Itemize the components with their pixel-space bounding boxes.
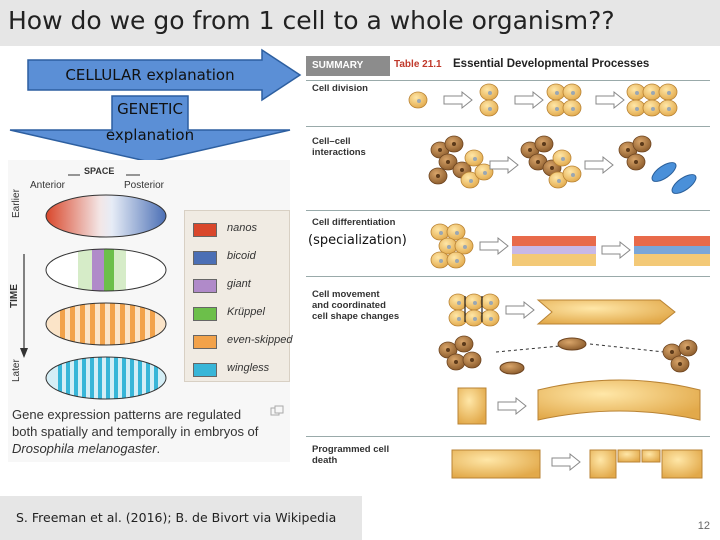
page-number: 12 — [698, 520, 710, 532]
credit-box: S. Freeman et al. (2016); B. de Bivort v… — [0, 496, 362, 540]
image-credit: S. Freeman et al. (2016); B. de Bivort v… — [16, 510, 336, 525]
specialization-label: (specialization) — [308, 233, 407, 248]
cell-movement-row — [439, 294, 700, 424]
cell-interactions-row — [429, 136, 699, 197]
cell-differentiation-row — [431, 224, 710, 268]
programmed-cell-death-row — [452, 450, 702, 478]
cell-division-row — [409, 84, 677, 116]
